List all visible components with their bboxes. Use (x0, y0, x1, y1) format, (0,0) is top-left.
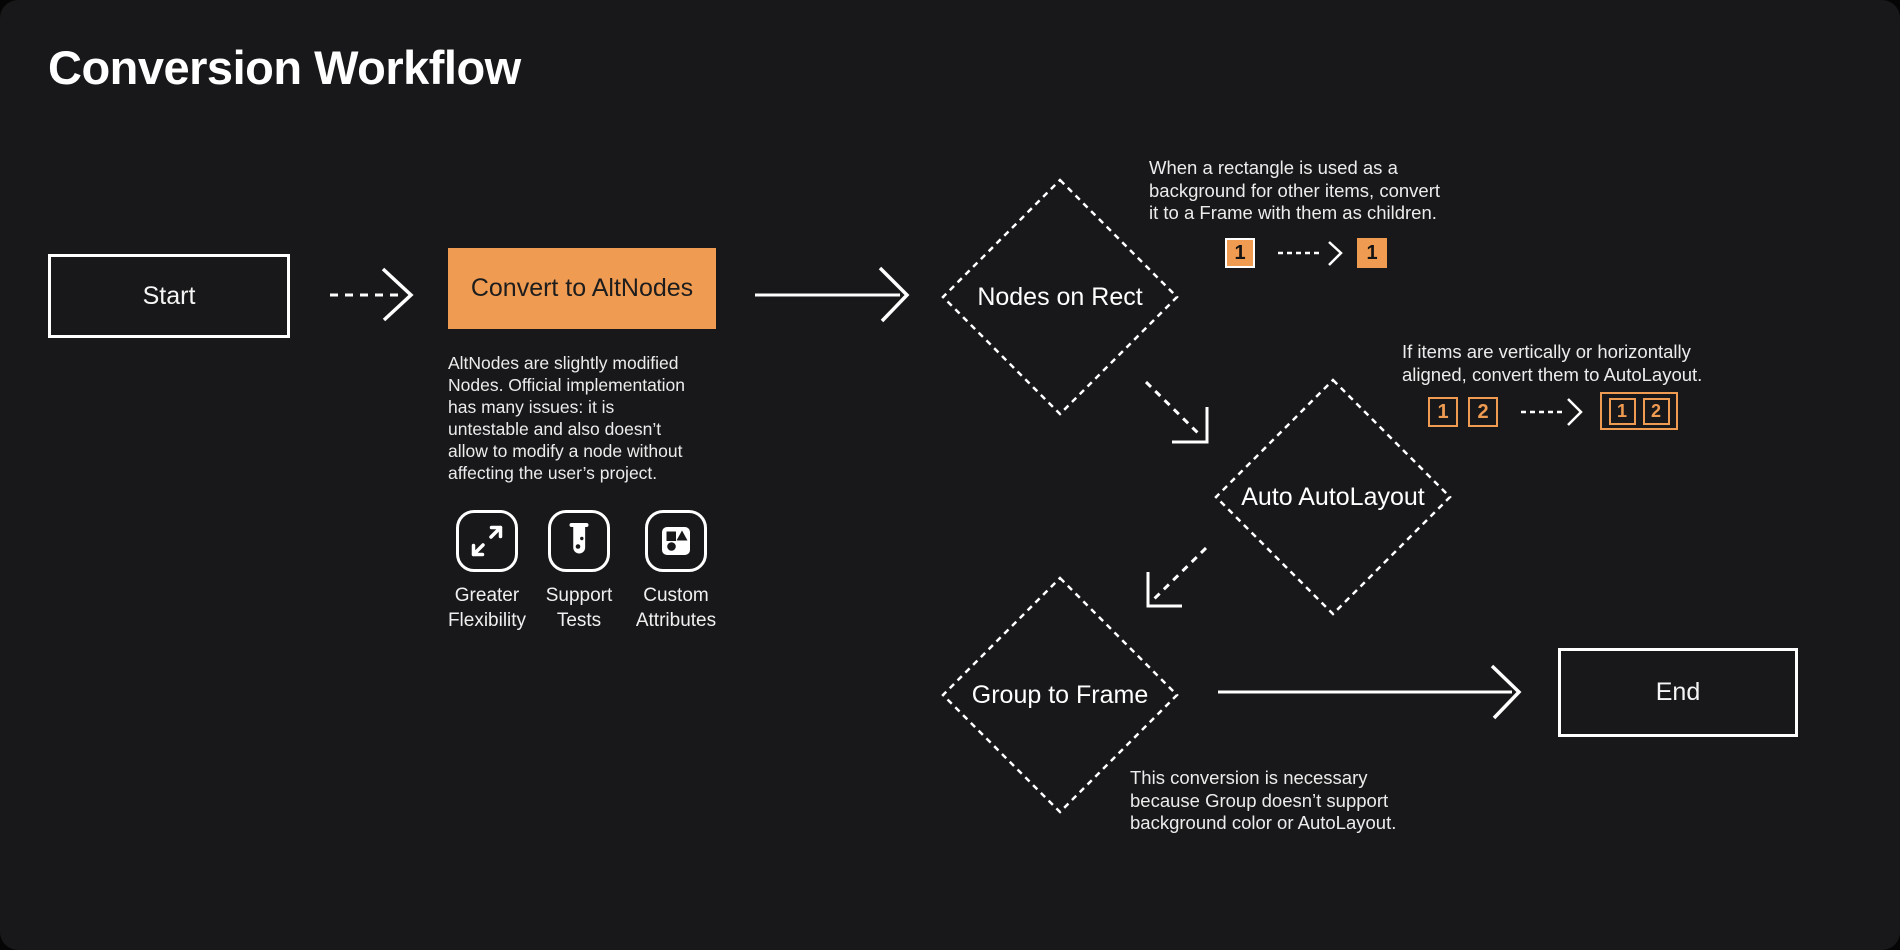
shapes-icon (645, 510, 707, 572)
feature-label: Greater Flexibility (447, 585, 527, 631)
arrow-autolayout-to-group-head (1146, 572, 1182, 608)
arrow-autolayout-to-group-shaft (1152, 546, 1208, 601)
mini-autolayout-group: 1 2 (1600, 392, 1678, 430)
group-to-frame-hint: This conversion is necessary because Gro… (1130, 767, 1397, 833)
mini-rect-before: 1 (1225, 238, 1255, 268)
node-convert-to-altnodes: Convert to AltNodes (448, 248, 716, 329)
arrow-start-to-convert-head (381, 267, 414, 322)
feature-support-tests: Support Tests (519, 510, 639, 633)
node-auto-autolayout: Auto AutoLayout (1241, 482, 1425, 511)
page-title: Conversion Workflow (48, 41, 521, 94)
mini-group-item-1: 1 (1608, 397, 1636, 425)
feature-custom-attributes: Custom Attributes (616, 510, 736, 633)
node-end: End (1558, 648, 1798, 737)
node-start: Start (48, 254, 290, 338)
arrow-group-to-end-head (1490, 664, 1522, 720)
arrow-convert-to-nodes-head (878, 266, 910, 323)
node-start-label: Start (142, 281, 196, 310)
node-convert-label: Convert to AltNodes (470, 274, 694, 302)
mini-rect-after: 1 (1357, 238, 1387, 268)
arrow-nodes-to-autolayout-head (1172, 407, 1209, 444)
mini-align-item-1: 1 (1428, 397, 1458, 427)
mini-align-item-2: 2 (1468, 397, 1498, 427)
feature-label: Support Tests (545, 585, 613, 631)
autolayout-hint: If items are vertically or horizontally … (1402, 341, 1703, 385)
node-end-label: End (1655, 678, 1701, 706)
node-nodes-on-rect: Nodes on Rect (977, 282, 1143, 311)
mini-arrow-autolayout-head (1567, 398, 1583, 426)
arrow-nodes-to-autolayout-shaft (1144, 380, 1201, 436)
feature-label: Custom Attributes (635, 585, 717, 631)
node-group-to-frame: Group to Frame (971, 680, 1149, 709)
altnodes-description: AltNodes are slightly modified Nodes. Of… (448, 353, 686, 483)
feature-greater-flexibility: Greater Flexibility (427, 510, 547, 633)
mini-group-item-2: 2 (1642, 397, 1670, 425)
mini-arrow-rect-head (1328, 241, 1343, 266)
test-tube-icon (548, 510, 610, 572)
rect-to-frame-hint: When a rectangle is used as a background… (1149, 157, 1441, 223)
expand-arrows-icon (456, 510, 518, 572)
